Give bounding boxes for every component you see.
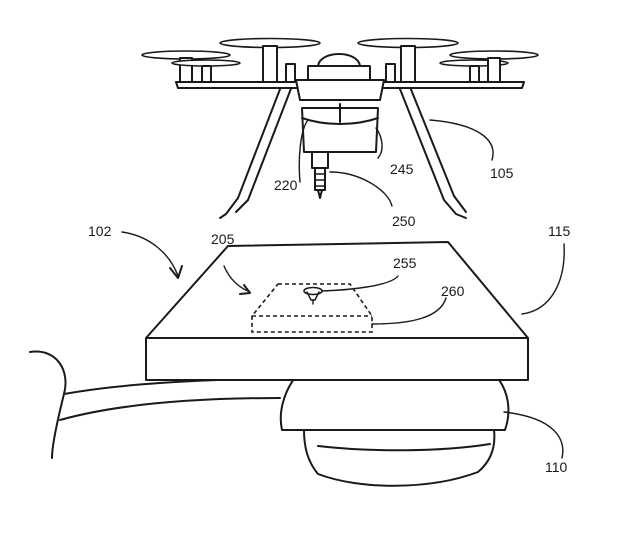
body-outline-lower (59, 397, 281, 421)
label-245: 245 (390, 161, 414, 177)
label-110: 110 (545, 459, 568, 475)
leader-lines (121, 119, 565, 459)
label-250: 250 (392, 213, 416, 229)
label-102: 102 (88, 223, 112, 239)
label-205: 205 (211, 231, 235, 247)
label-260: 260 (441, 283, 465, 299)
leader-110 (503, 411, 564, 459)
rotor-far-right (449, 50, 539, 83)
leader-250 (329, 171, 393, 207)
rotor-left-inner (171, 59, 241, 83)
landing-legs (219, 81, 467, 219)
rotor-right (357, 37, 459, 83)
arrow-102 (121, 231, 179, 277)
drone-hub (295, 79, 385, 101)
leader-220 (298, 119, 309, 183)
label-220: 220 (274, 177, 298, 193)
leader-115 (521, 243, 565, 315)
arrowhead-102 (169, 265, 183, 279)
landing-platform (145, 241, 529, 381)
rotor-left (219, 37, 321, 83)
payload-box (301, 107, 379, 153)
mount-flange (279, 375, 510, 431)
leader-105 (429, 119, 494, 161)
dome-housing (303, 429, 496, 487)
probe (311, 151, 329, 199)
drone-dome (317, 53, 361, 67)
leader-255 (321, 275, 399, 292)
arrowhead-205 (239, 284, 251, 295)
receptacle (303, 286, 323, 305)
label-115: 115 (548, 223, 571, 239)
reference-numerals: 102 205 255 260 115 110 220 245 250 105 (88, 161, 571, 475)
vehicle-body (29, 350, 510, 487)
body-outline-outer (29, 350, 67, 459)
platform-front-face (145, 337, 529, 381)
leader-245 (375, 127, 383, 159)
rotor-left-small (285, 63, 296, 83)
label-105: 105 (490, 165, 514, 181)
label-255: 255 (393, 255, 417, 271)
leader-260 (371, 297, 447, 325)
rotor-right-small (385, 63, 396, 83)
dome-seam (317, 443, 491, 452)
drone-hub-cap (307, 65, 371, 81)
drone (141, 37, 539, 219)
